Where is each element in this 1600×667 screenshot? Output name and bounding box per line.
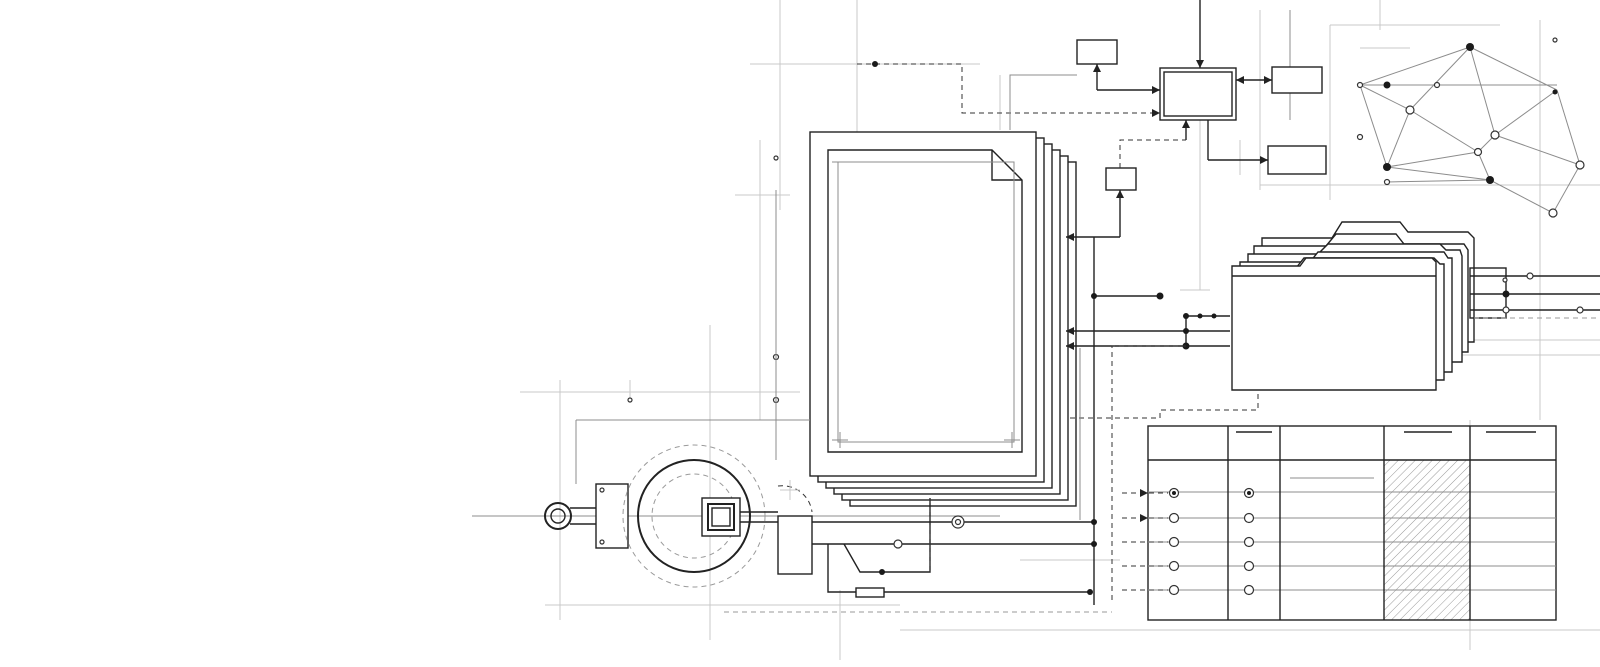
table-row-marker: [1168, 584, 1180, 596]
graph-node-open: [1433, 81, 1441, 89]
folder-stack: [1231, 221, 1475, 391]
process-boxes: [857, 0, 1327, 237]
table-grid: [1122, 425, 1557, 621]
connector-node-open: [773, 155, 779, 161]
graph-node-open: [1356, 81, 1364, 89]
connector-node: [1087, 589, 1093, 595]
process-box-tiny: [1105, 167, 1137, 191]
connector-node: [1183, 313, 1189, 319]
connector-node-open: [1576, 306, 1584, 314]
graph-node-open: [1383, 178, 1391, 186]
gear-ring: [637, 459, 751, 573]
document-front-page: [809, 131, 1037, 477]
graph-node-open: [1575, 160, 1585, 170]
table-row-marker: [1247, 491, 1251, 495]
graph-node-filled: [1552, 89, 1558, 95]
graph-node-open: [1473, 147, 1483, 157]
graph-node-open: [1490, 130, 1500, 140]
connector-node-open: [1502, 277, 1508, 283]
table-row-marker: [1172, 491, 1176, 495]
graph-node-open: [1548, 208, 1558, 218]
graph-node-filled: [1466, 43, 1474, 51]
table-row-marker: [1243, 536, 1255, 548]
connector-node: [1211, 313, 1217, 319]
document-stack: [809, 131, 1077, 507]
mechanical-gear: [472, 155, 1112, 613]
connector-node: [1091, 541, 1097, 547]
graph-node-open: [1356, 133, 1364, 141]
gear-outer-dashed: [622, 444, 766, 588]
folder-connectors: [1469, 267, 1600, 319]
folder-front: [1231, 257, 1437, 391]
shaft-circle: [544, 502, 572, 530]
table-row-marker: [1243, 512, 1255, 524]
small-bar: [855, 587, 885, 598]
process-box-right: [1271, 66, 1323, 94]
connector-node-open: [627, 397, 633, 403]
connector-node-open: [1526, 272, 1534, 280]
connector-node-open: [893, 539, 903, 549]
network-graph: [1356, 37, 1585, 218]
connector-node-open: [1502, 306, 1510, 314]
table-row-marker: [1168, 536, 1180, 548]
connector-node: [1197, 313, 1203, 319]
housing-block: [777, 515, 813, 575]
connector-node: [1156, 292, 1164, 300]
connector-lines: [1066, 233, 1259, 605]
graph-node-open: [1405, 105, 1415, 115]
graph-node-filled: [1383, 163, 1391, 171]
connector-node: [879, 569, 885, 575]
table-row-marker: [1168, 560, 1180, 572]
graph-node-filled: [1383, 81, 1391, 89]
graph-node-filled: [1486, 176, 1494, 184]
connector-node: [872, 61, 878, 67]
table-row-marker: [1243, 584, 1255, 596]
connector-node: [1091, 293, 1097, 299]
process-box-small: [1076, 39, 1118, 65]
table-row-marker: [1168, 512, 1180, 524]
mount-bracket: [595, 483, 629, 549]
table-row-marker: [1243, 560, 1255, 572]
connector-node: [1091, 519, 1097, 525]
connector-node: [1183, 328, 1189, 334]
connector-node: [1502, 290, 1510, 298]
process-box-main: [1159, 67, 1237, 121]
graph-node-open: [1552, 37, 1558, 43]
process-box-lower: [1267, 145, 1327, 175]
gear-hub: [707, 503, 735, 531]
